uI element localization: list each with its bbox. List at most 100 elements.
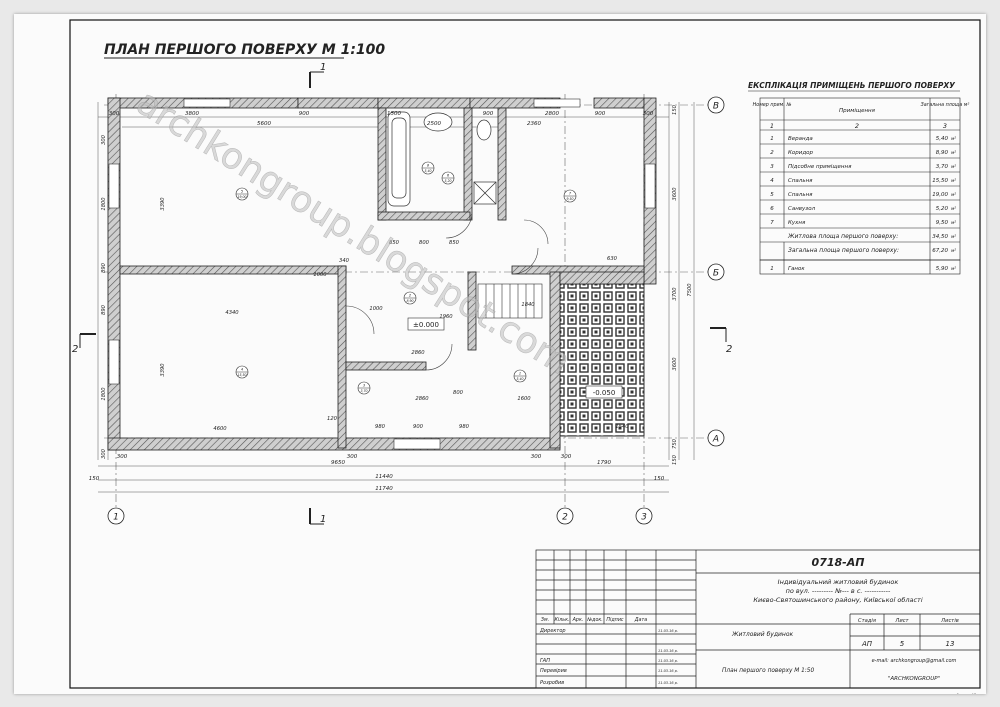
table-cell-area: 15,50 xyxy=(932,178,948,184)
dim-mid: 1540 xyxy=(615,424,629,430)
table-cell-room: Санвузол xyxy=(788,206,816,212)
doors xyxy=(345,211,549,371)
dim-mid: 4600 xyxy=(213,426,227,432)
room-mark: 85,40 xyxy=(421,161,435,175)
room-mark: 519,00 xyxy=(235,187,249,201)
plan-title: ПЛАН ПЕРШОГО ПОВЕРХУ М 1:100 xyxy=(104,42,385,58)
dim-mid: 1960 xyxy=(439,314,453,320)
dim-mid: 1000 xyxy=(369,306,383,312)
section-mark-right: 2 xyxy=(710,327,732,355)
floor-plan-drawing: ПЛАН ПЕРШОГО ПОВЕРХУ М 1:100 1 1 2 2 В Б xyxy=(69,19,981,697)
stamp-col-header: №док. xyxy=(586,617,603,623)
axis-bubble-v: В xyxy=(707,96,725,114)
dim-top: 300 xyxy=(109,111,120,117)
dim-left: 300 xyxy=(101,134,107,145)
dim-inner: 2360 xyxy=(527,121,541,127)
dim-mid: 1600 xyxy=(517,396,531,402)
svg-text:2: 2 xyxy=(726,344,732,355)
table-total-unit: м² xyxy=(951,249,956,254)
table-extra-unit: м² xyxy=(951,267,956,272)
svg-text:Б: Б xyxy=(713,269,719,279)
table-extra-area: 5,90 xyxy=(936,266,949,272)
bath-fixtures xyxy=(387,111,497,207)
dim-top: 3800 xyxy=(185,111,199,117)
stamp-sheet-header: Лист xyxy=(894,618,909,624)
section-mark-top: 1 xyxy=(309,62,326,88)
table-cell-room: Веранда xyxy=(788,136,813,142)
room-number: 3 xyxy=(363,384,366,388)
dim-mid: 120 xyxy=(327,416,338,422)
stamp-sheet: 5 xyxy=(900,640,905,648)
dim-left: 1800 xyxy=(101,197,107,211)
room-number: 2 xyxy=(409,294,412,298)
dim-mid: 4340 xyxy=(225,310,239,316)
stamp-sheets: 13 xyxy=(946,640,955,648)
stamp-stage-header: Стадія xyxy=(858,618,876,624)
dim-right: 150 xyxy=(672,454,678,465)
table-cell-number: 7 xyxy=(770,220,774,226)
dim-bottom: 11440 xyxy=(375,474,393,480)
room-number: 1 xyxy=(519,372,521,376)
dim-mid: 1840 xyxy=(521,302,535,308)
table-extra-number: 1 xyxy=(770,266,774,272)
dim-left: 1800 xyxy=(101,387,107,401)
dim-top: 900 xyxy=(595,111,606,117)
table-title: ЕКСПЛІКАЦІЯ ПРИМІЩЕНЬ ПЕРШОГО ПОВЕРХУ xyxy=(748,81,956,90)
table-cell-room: Підсобне приміщення xyxy=(788,164,852,170)
dim-mid: 900 xyxy=(413,424,424,430)
room-number: 6 xyxy=(447,174,450,178)
dim-right: 750 xyxy=(672,438,678,449)
dim-right: 3600 xyxy=(672,357,678,371)
table-cell-room: Спальня xyxy=(788,178,813,184)
stamp-project-line: Індивідуальний житловий будинок xyxy=(778,578,899,586)
dim-top: 2800 xyxy=(545,111,559,117)
stamp-object: Житловий будинок xyxy=(731,631,793,638)
dim-mid: 980 xyxy=(459,424,470,430)
room-area: 5,20 xyxy=(444,179,451,183)
axis-bubble-1: 1 xyxy=(107,507,125,525)
windows xyxy=(108,98,656,450)
room-number: 8 xyxy=(427,164,430,168)
table-cell-number: 6 xyxy=(770,206,774,212)
stamp-role: Перевірив xyxy=(540,668,567,674)
table-extra-room: Ганок xyxy=(788,266,805,272)
stamp-date: 11.03.16 р. xyxy=(658,649,678,653)
stamp-col-header: Кільк. xyxy=(554,617,569,623)
dim-bottom: 150 xyxy=(654,476,665,482)
room-area: 15,50 xyxy=(237,373,246,377)
table-cell-unit: м² xyxy=(951,221,956,226)
table-total-label: Загальна площа першого поверху: xyxy=(788,247,899,254)
dim-mid: 850 xyxy=(449,240,460,246)
table-index: 3 xyxy=(943,122,947,130)
room-mark: 28,90 xyxy=(403,291,417,305)
room-mark: 33,70 xyxy=(357,381,371,395)
room-area: 3,70 xyxy=(360,389,367,393)
stamp-role: Розробив xyxy=(540,680,564,686)
stamp-date: 11.03.16 р. xyxy=(658,669,678,673)
stamp-date: 11.03.16 р. xyxy=(658,629,678,633)
table-cell-unit: м² xyxy=(951,207,956,212)
room-number: 5 xyxy=(241,190,244,194)
stamp-col-header: Дата xyxy=(634,617,647,623)
stamp-date: 11.03.16 р. xyxy=(658,659,678,663)
axis-bubble-a: А xyxy=(707,429,725,447)
drawing-sheet: ПЛАН ПЕРШОГО ПОВЕРХУ М 1:100 1 1 2 2 В Б xyxy=(14,14,986,697)
table-cell-area: 5,40 xyxy=(936,136,949,142)
stamp-date: 11.03.16 р. xyxy=(658,681,678,685)
porch-floor xyxy=(559,283,645,437)
dim-inner: 5600 xyxy=(257,121,271,127)
room-area: 9,50 xyxy=(566,197,573,201)
table-cell-area: 3,70 xyxy=(936,164,949,170)
svg-text:2: 2 xyxy=(72,344,78,355)
table-cell-number: 3 xyxy=(770,164,774,170)
axis-bubble-b: Б xyxy=(707,263,725,281)
dim-left-inner: 3390 xyxy=(160,363,166,377)
table-cell-unit: м² xyxy=(951,165,956,170)
stamp-role: Директор xyxy=(539,628,566,634)
dim-right: 7500 xyxy=(687,283,693,297)
svg-text:В: В xyxy=(713,102,719,112)
dim-mid: 850 xyxy=(389,240,400,246)
dim-mid: 630 xyxy=(607,256,618,262)
room-mark: 79,50 xyxy=(563,189,577,203)
table-cell-area: 5,20 xyxy=(936,206,949,212)
